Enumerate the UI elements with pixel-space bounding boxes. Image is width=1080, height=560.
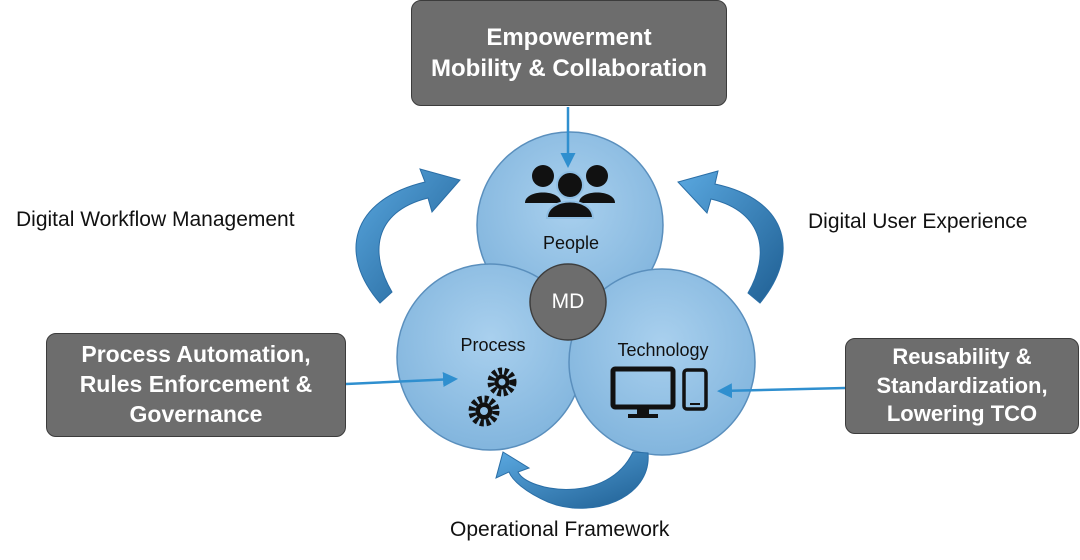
- arrow-left-to-process: [345, 372, 458, 388]
- reusability-box-line2: Standardization,: [876, 372, 1048, 398]
- curved-arrow-bottom: [495, 451, 649, 509]
- reusability-box-line3: Lowering TCO: [886, 401, 1038, 427]
- digital-user-experience-label: Digital User Experience: [808, 210, 1028, 233]
- digital-workflow-label: Digital Workflow Management: [16, 208, 295, 231]
- curved-arrow-right: [677, 170, 784, 304]
- md-center-circle: [529, 263, 607, 341]
- md-label: MD: [551, 290, 585, 313]
- monitor-phone-icon: [610, 366, 708, 418]
- operational-framework-label: Operational Framework: [450, 518, 670, 541]
- arrow-right-to-technology: [717, 383, 846, 399]
- people-group-icon: [525, 165, 615, 219]
- people-label: People: [542, 233, 600, 253]
- process-automation-box-line2: Rules Enforcement &: [79, 371, 313, 398]
- gears-icon: [468, 367, 517, 427]
- empowerment-box-line2: Mobility & Collaboration: [431, 55, 707, 82]
- empowerment-box: Empowerment Mobility & Collaboration: [411, 0, 727, 106]
- technology-label: Technology: [617, 340, 709, 360]
- reusability-box: Reusability & Standardization, Lowering …: [845, 338, 1079, 434]
- process-automation-box: Process Automation, Rules Enforcement & …: [46, 333, 346, 437]
- reusability-box-line1: Reusability &: [892, 344, 1032, 370]
- process-label: Process: [460, 335, 526, 355]
- process-automation-box-line3: Governance: [129, 400, 263, 427]
- empowerment-box-line1: Empowerment: [486, 23, 652, 51]
- process-automation-box-line1: Process Automation,: [81, 341, 311, 368]
- curved-arrow-left: [355, 168, 461, 304]
